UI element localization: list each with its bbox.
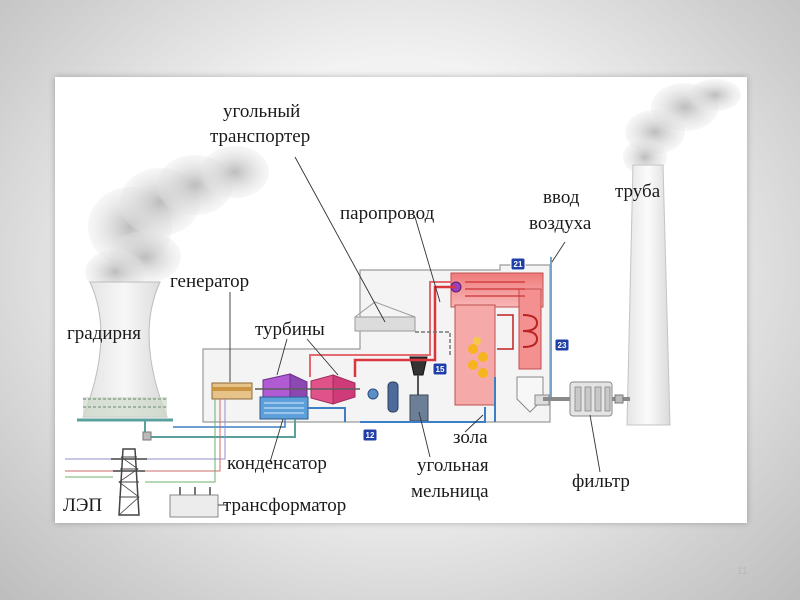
label-ash: зола — [453, 427, 488, 448]
cooling-tower-steam — [85, 146, 269, 294]
svg-text:15: 15 — [436, 365, 445, 374]
steam-pipes — [308, 281, 496, 423]
label-generator: генератор — [170, 271, 249, 292]
diagram-panel: 21 23 15 12 угольный транспортер паропро… — [55, 77, 747, 523]
label-filter: фильтр — [572, 471, 630, 492]
label-air-inlet-line2: воздуха — [529, 213, 592, 234]
label-turbines: турбины — [255, 319, 325, 340]
label-coal-transporter-line1: угольный — [223, 101, 300, 122]
boiler — [450, 272, 544, 406]
label-condenser: конденсатор — [227, 453, 327, 474]
slide-number: 11 — [737, 566, 748, 577]
label-coal-mill-line1: угольная — [417, 455, 489, 476]
cooling-tower — [77, 281, 173, 422]
label-power-line: ЛЭП — [63, 495, 102, 516]
boiler-flames-icon — [468, 337, 488, 378]
label-cooling-tower: градирня — [67, 323, 141, 344]
svg-text:23: 23 — [558, 341, 567, 350]
flue-duct — [543, 394, 630, 404]
label-chimney: труба — [615, 181, 661, 202]
generator — [211, 382, 253, 400]
label-coal-mill-line2: мельница — [411, 481, 489, 502]
svg-text:12: 12 — [366, 431, 375, 440]
thermal-power-plant-diagram: 21 23 15 12 угольный транспортер паропро… — [63, 79, 741, 518]
cooling-water-pipes — [142, 419, 296, 441]
badge-21: 21 — [510, 257, 526, 271]
filter-unit — [569, 381, 613, 417]
chimney-smoke — [623, 79, 741, 175]
leader-lines — [218, 156, 601, 506]
coal-conveyor — [415, 331, 451, 357]
diagram-labels: угольный транспортер паропровод ввод воз… — [63, 101, 661, 516]
badge-23: 23 — [554, 338, 570, 352]
transformer — [169, 487, 219, 518]
transmission-wires — [65, 399, 226, 483]
svg-text:21: 21 — [514, 260, 523, 269]
label-steam-pipe: паропровод — [340, 203, 435, 224]
coal-mill — [367, 381, 429, 422]
coal-hopper — [409, 356, 428, 395]
power-line-tower-icon — [111, 448, 147, 516]
label-air-inlet-line1: ввод — [543, 187, 580, 208]
badge-12: 12 — [362, 428, 378, 442]
badge-15: 15 — [432, 362, 448, 376]
label-coal-transporter-line2: транспортер — [210, 126, 310, 147]
condenser — [259, 396, 309, 420]
label-transformer: трансформатор — [223, 495, 346, 516]
air-preheater — [516, 257, 552, 413]
chimney — [626, 164, 671, 426]
